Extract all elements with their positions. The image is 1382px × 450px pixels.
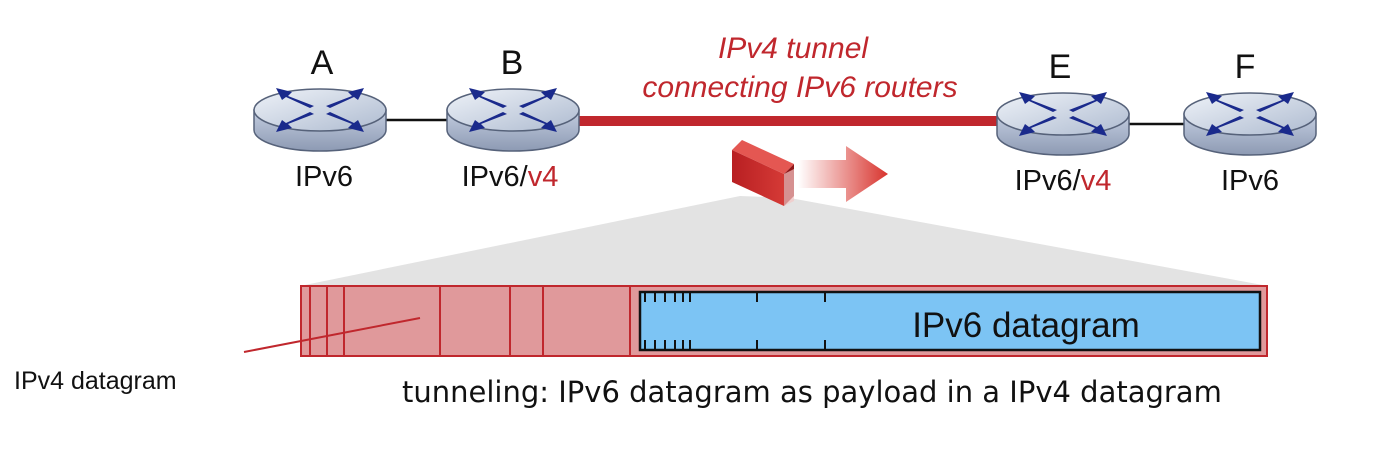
router-b-name: B: [501, 44, 524, 82]
router-a-protocol: IPv6: [295, 161, 353, 193]
caption: tunneling: IPv6 datagram as payload in a…: [402, 375, 1222, 409]
router-e: [996, 91, 1130, 156]
ipv4-datagram-label: IPv4 datagram: [14, 367, 177, 395]
direction-arrow-icon: [798, 146, 888, 202]
router-a-name: A: [311, 44, 334, 82]
router-f-name: F: [1235, 48, 1256, 86]
router-a-icon: [253, 87, 387, 152]
router-e-icon: [996, 91, 1130, 156]
router-b-icon: [446, 87, 580, 152]
ipv6-header-ticks: [644, 292, 826, 350]
ipv4-header-field-lines: [309, 286, 631, 356]
tunnel-label-line2: connecting IPv6 routers: [642, 71, 957, 104]
packet-icon: [732, 140, 794, 206]
router-e-protocol: IPv6/v4: [1015, 165, 1112, 197]
router-e-name: E: [1049, 48, 1072, 86]
ipv6-datagram-box: [638, 290, 1262, 352]
router-a: [253, 87, 387, 152]
ipv4-datagram-pointer: [243, 317, 421, 353]
router-b-protocol: IPv6/v4: [462, 161, 559, 193]
router-f-protocol: IPv6: [1221, 165, 1279, 197]
router-f: [1183, 91, 1317, 156]
ipv6-datagram-label: IPv6 datagram: [912, 306, 1140, 345]
zoom-funnel: [300, 196, 1268, 286]
router-b: [446, 87, 580, 152]
router-f-icon: [1183, 91, 1317, 156]
tunnel-label-line1: IPv4 tunnel: [718, 32, 869, 65]
